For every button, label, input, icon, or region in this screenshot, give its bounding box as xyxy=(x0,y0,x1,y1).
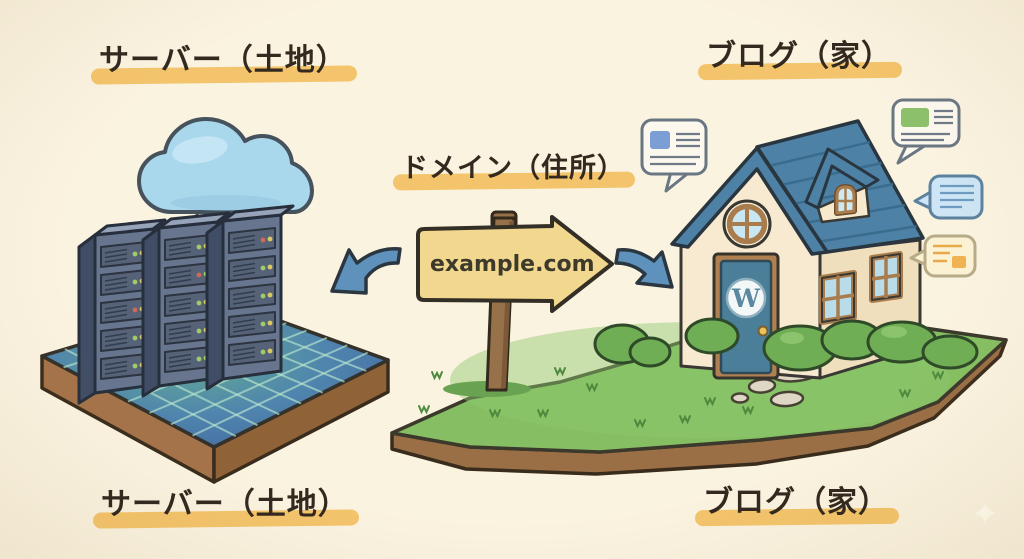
arrow-sign xyxy=(416,215,614,313)
signpost-icon xyxy=(416,210,614,392)
doorknob xyxy=(757,325,769,337)
sign-domain-text: example.com xyxy=(430,252,595,277)
side-window-2 xyxy=(869,251,903,303)
text-lines xyxy=(901,109,953,142)
label-domain: ドメイン（住所） xyxy=(392,153,636,191)
server-rack xyxy=(205,204,295,391)
label-server-bottom: サーバー（土地） xyxy=(92,487,359,529)
round-window xyxy=(722,199,772,249)
speech-bubble-2 xyxy=(891,98,961,165)
label-text: ブログ（家） xyxy=(706,39,892,74)
cloud-icon xyxy=(137,117,314,214)
arrow-right-icon xyxy=(614,247,674,289)
label-text: サーバー（土地） xyxy=(99,43,347,78)
image-block xyxy=(952,256,966,268)
text-lines xyxy=(933,244,962,263)
image-block xyxy=(901,108,929,127)
label-blog-bottom: ブログ（家） xyxy=(694,485,900,527)
label-text: ドメイン（住所） xyxy=(401,153,625,184)
text-lines xyxy=(650,132,700,166)
label-text: サーバー（土地） xyxy=(101,487,349,522)
bushes xyxy=(593,317,979,372)
wordpress-w: W xyxy=(731,284,761,313)
server-rack-icon xyxy=(77,204,295,405)
text-lines xyxy=(940,184,974,209)
speech-bubble-3 xyxy=(913,174,984,220)
wordpress-logo-icon: W xyxy=(725,277,767,319)
label-text: ブログ（家） xyxy=(703,485,889,520)
speech-bubble-1 xyxy=(640,118,708,193)
gable-fascia xyxy=(670,146,829,256)
sparkle-icon xyxy=(974,502,996,524)
arrow-left-icon xyxy=(330,247,402,295)
side-window-1 xyxy=(819,270,857,325)
label-blog-top: ブログ（家） xyxy=(697,39,903,81)
server-rack xyxy=(141,211,231,398)
thumbnail-block xyxy=(650,131,670,149)
speech-bubble-4 xyxy=(909,234,977,278)
dormer xyxy=(804,147,880,224)
label-server-top: サーバー（土地） xyxy=(90,43,357,85)
dormer-window xyxy=(834,184,857,216)
